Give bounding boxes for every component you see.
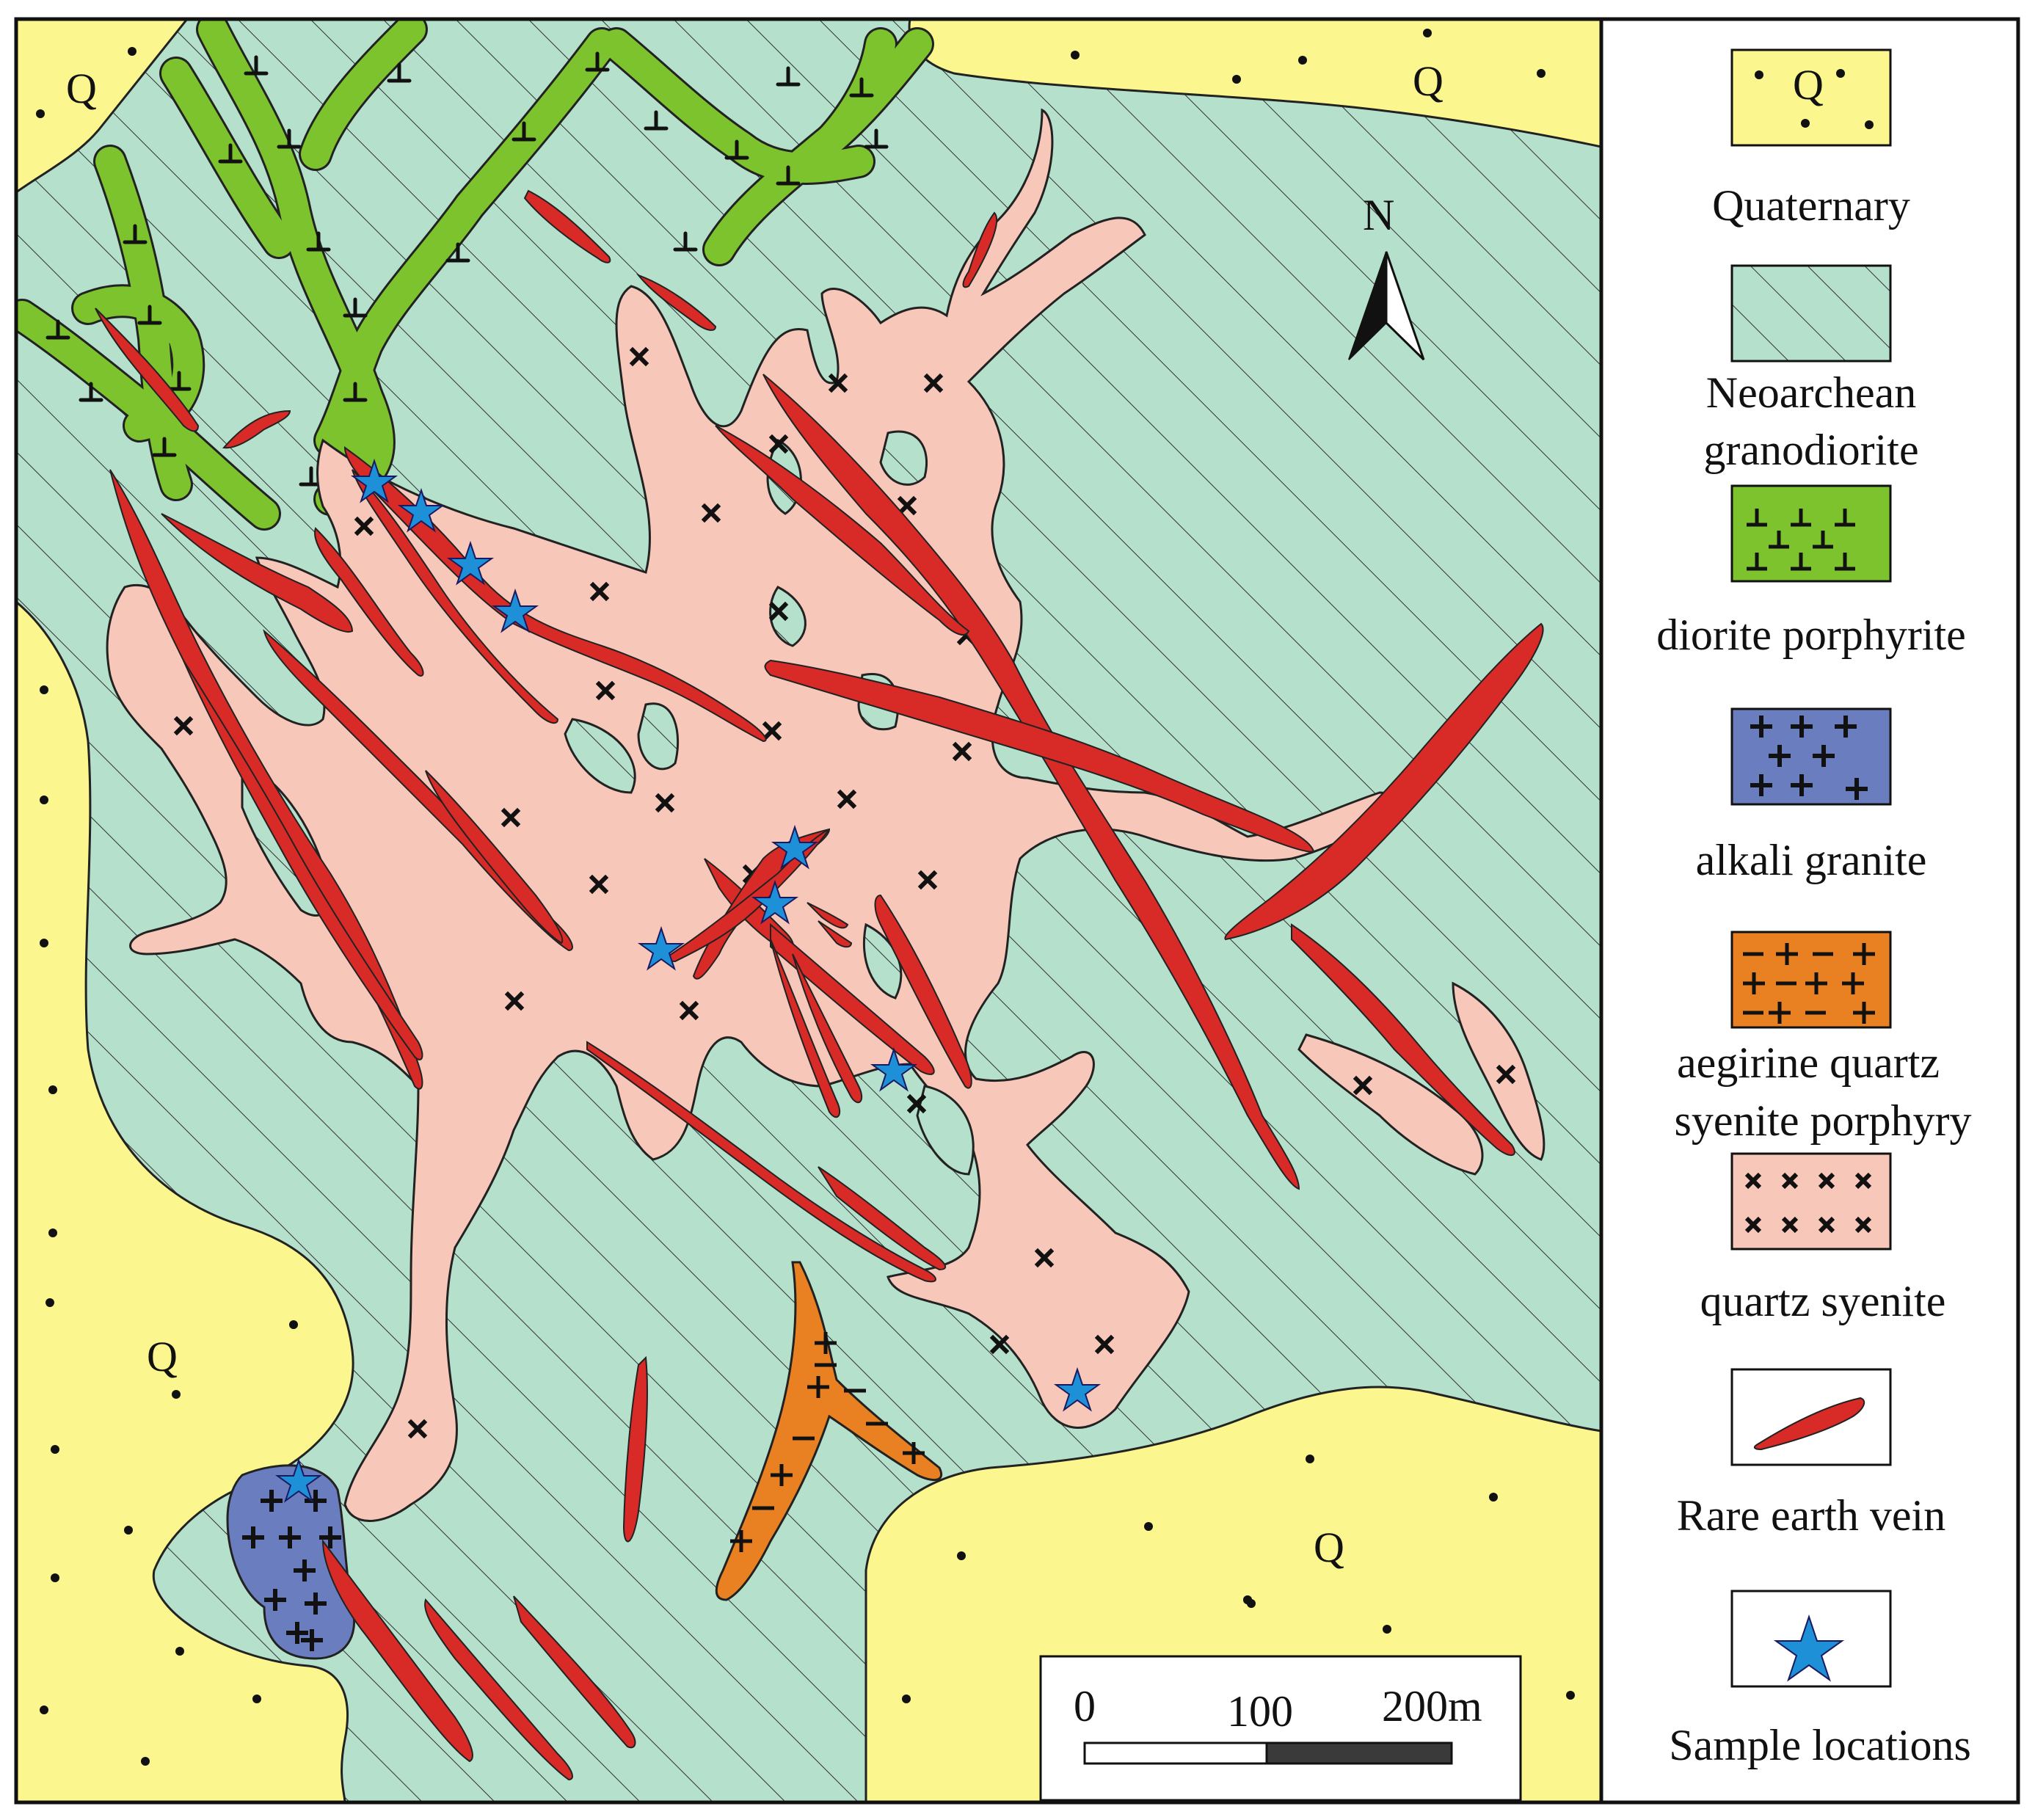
scale-bar: 0 100 200m (1039, 1655, 1522, 1802)
scale-tick-0: 0 (1074, 1682, 1096, 1730)
sample-star (870, 1046, 918, 1092)
legend-item-syenite: quartz syenite (1700, 1152, 1946, 1325)
legend-item-quaternary: Q Quaternary (1712, 48, 1910, 230)
legend-label-alkali: alkali granite (1696, 836, 1927, 884)
quaternary-label-nw: Q (66, 65, 97, 112)
star-icon (1773, 1614, 1845, 1682)
quartz-syenite-east-lens-2 (1452, 981, 1546, 1161)
sample-star (1053, 1366, 1102, 1412)
legend-swatch-syenite (1730, 1152, 1892, 1251)
quaternary-label-w: Q (147, 1333, 178, 1380)
sample-star (350, 458, 398, 503)
legend-label-aegirine-1: aegirine quartz (1677, 1038, 1940, 1087)
scale-tick-200: 200m (1382, 1682, 1482, 1730)
diorite-porphyrite-units (16, 19, 934, 531)
legend-item-vein: Rare earth vein (1677, 1368, 1945, 1540)
aegirine-porphyry-unit (715, 1261, 943, 1601)
sample-star (637, 925, 685, 971)
sample-star (491, 588, 539, 633)
quaternary-label-ne: Q (1413, 57, 1444, 105)
north-arrow: N (1348, 191, 1425, 361)
quartz-syenite-symbols (173, 346, 1516, 1439)
legend-swatch-quaternary (1730, 48, 1892, 147)
legend-label-granodiorite-2: granodiorite (1703, 426, 1918, 474)
scale-bar-segment-black (1265, 1741, 1453, 1765)
scale-bar-segment-white (1083, 1741, 1268, 1765)
legend: Q Quaternary Neoarchean granodiorite dio… (1599, 17, 2020, 1805)
aegirine-symbols (730, 1332, 925, 1552)
north-label: N (1363, 191, 1394, 239)
scale-tick-100: 100 (1227, 1687, 1293, 1736)
sample-star (274, 1457, 323, 1503)
sample-star (751, 879, 799, 925)
sample-star (771, 824, 819, 870)
quaternary-w (16, 600, 354, 1802)
quaternary-label-se: Q (1314, 1524, 1344, 1571)
sample-star (446, 540, 495, 586)
north-arrow-right (1385, 251, 1425, 361)
legend-label-granodiorite-1: Neoarchean (1706, 368, 1916, 417)
legend-label-diorite: diorite porphyrite (1656, 611, 1966, 659)
quartz-syenite-east-lens (1297, 1033, 1484, 1176)
vein-icon (1753, 1397, 1865, 1451)
legend-item-aegirine: aegirine quartz syenite porphyry (1675, 931, 1972, 1145)
legend-item-alkali: alkali granite (1696, 707, 1927, 884)
alkali-granite-symbols (242, 1490, 341, 1651)
legend-label-quaternary: Quaternary (1712, 181, 1910, 230)
legend-item-sample: Sample locations (1669, 1590, 1971, 1769)
legend-label-vein: Rare earth vein (1677, 1491, 1945, 1540)
diorite-symbols (45, 51, 889, 487)
rare-earth-veins (95, 189, 1544, 1781)
legend-item-granodiorite: Neoarchean granodiorite (1703, 264, 1919, 474)
scale-bar-box (1039, 1655, 1522, 1802)
alkali-granite-unit (226, 1464, 356, 1660)
legend-label-syenite: quartz syenite (1700, 1277, 1946, 1325)
legend-swatch-granodiorite (1730, 264, 1892, 363)
sample-locations (274, 458, 1102, 1503)
quaternary-ne (908, 19, 1601, 148)
sample-star (397, 487, 445, 533)
map-panel: Q Q Q Q N 0 100 200m (16, 19, 1601, 1802)
legend-label-aegirine-2: syenite porphyry (1675, 1096, 1972, 1145)
legend-item-diorite: diorite porphyrite (1656, 484, 1966, 659)
legend-label-sample: Sample locations (1669, 1721, 1971, 1769)
quartz-syenite-main (106, 108, 1395, 1522)
legend-swatch-symbol: Q (1793, 61, 1824, 109)
quartz-syenite-units (106, 108, 1546, 1522)
quaternary-nw (16, 19, 189, 194)
